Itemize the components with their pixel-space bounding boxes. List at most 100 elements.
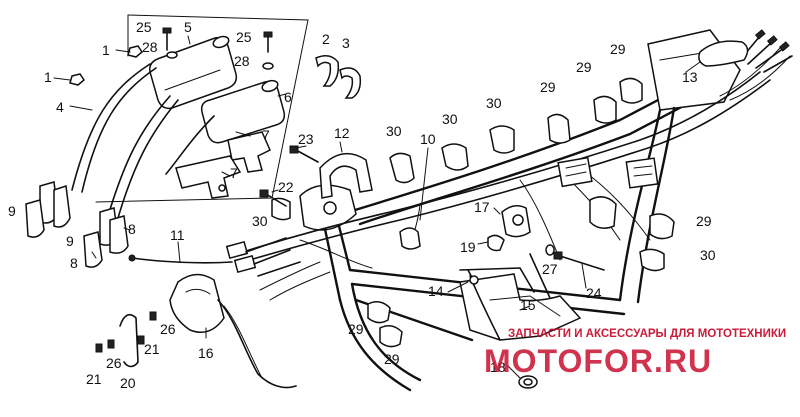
callout-28-rear: 28 xyxy=(234,53,250,69)
watermark: ЗАПЧАСТИ И АКСЕССУАРЫ ДЛЯ МОТОТЕХНИКИ MO… xyxy=(484,328,786,379)
callout-21-right: 21 xyxy=(144,341,160,357)
callout-29-upper-mid: 29 xyxy=(576,59,592,75)
screw-25-rear xyxy=(263,31,273,53)
ignition-coil-rear xyxy=(200,79,286,144)
spark-plug-cap-left-b xyxy=(25,199,45,238)
rear-connector-cluster xyxy=(225,237,331,301)
callout-7-lower: 7 xyxy=(230,165,238,181)
callout-5: 5 xyxy=(184,19,192,35)
cord-band-29-e xyxy=(367,301,391,324)
callout-13: 13 xyxy=(682,69,698,85)
nut-1-lower xyxy=(69,73,85,86)
cord-clamp-12 xyxy=(319,152,373,199)
bolt-22 xyxy=(259,189,287,207)
callout-28-front: 28 xyxy=(142,39,158,55)
callout-21-left: 21 xyxy=(86,371,102,387)
callout-8-upper: 8 xyxy=(128,221,136,237)
callout-1-upper: 1 xyxy=(102,42,110,58)
nut-1-upper xyxy=(127,45,143,58)
front-harness-connectors xyxy=(739,29,793,73)
callout-20: 20 xyxy=(120,375,136,391)
callout-9-left: 9 xyxy=(8,203,16,219)
coil-bracket-lower xyxy=(175,155,242,199)
callout-15: 15 xyxy=(520,297,536,313)
washer-28-front xyxy=(166,51,178,59)
grommet-18 xyxy=(518,375,538,389)
pulse-generator-16 xyxy=(169,273,297,389)
watermark-logo: MOTOFOR.RU xyxy=(484,343,712,379)
cord-clamp-30-middle xyxy=(441,143,469,171)
callout-2: 2 xyxy=(322,31,330,47)
cable-strap-20 xyxy=(119,313,139,368)
screw-21-left xyxy=(95,343,103,353)
bolt-23 xyxy=(289,145,319,163)
wire-band-2 xyxy=(315,55,340,87)
callout-14: 14 xyxy=(428,283,444,299)
callout-8-lower: 8 xyxy=(70,255,78,271)
callout-12: 12 xyxy=(334,125,350,141)
callout-29-bottom-upper: 29 xyxy=(348,321,364,337)
callout-19: 19 xyxy=(460,239,476,255)
cord-clamp-30-left xyxy=(389,152,415,184)
callout-4: 4 xyxy=(56,99,64,115)
cable-11 xyxy=(128,254,233,264)
callout-30-right: 30 xyxy=(700,247,716,263)
callout-24: 24 xyxy=(586,285,602,301)
wire-band-3 xyxy=(339,67,362,99)
spark-plug-cap-right-a xyxy=(99,207,129,254)
callout-18: 18 xyxy=(490,359,506,375)
connector-10 xyxy=(399,227,421,250)
ignition-coil-group-outline xyxy=(95,14,309,203)
bolt-24 xyxy=(553,251,605,271)
callout-17: 17 xyxy=(474,199,490,215)
cord-band-29-f xyxy=(379,325,403,348)
cord-clamp-30-right xyxy=(639,248,665,272)
callout-25-rear: 25 xyxy=(236,29,252,45)
callout-29-bottom-lower: 29 xyxy=(384,351,400,367)
callout-22: 22 xyxy=(278,179,294,195)
regulator-unit xyxy=(557,156,593,188)
high-tension-cords xyxy=(71,63,215,219)
callout-25-front: 25 xyxy=(136,19,152,35)
cord-band-29-b xyxy=(593,95,617,124)
turn-signal-relay xyxy=(501,205,531,238)
callout-26-left: 26 xyxy=(106,355,122,371)
callout-1-lower: 1 xyxy=(44,69,52,85)
sub-harness-sleeve xyxy=(698,40,749,67)
starter-relay xyxy=(589,196,617,229)
main-wire-harness xyxy=(229,47,791,269)
callout-6: 6 xyxy=(284,89,292,105)
spark-plug-cap-right-b xyxy=(83,231,103,268)
cord-band-29-a xyxy=(547,113,571,144)
washer-28-rear xyxy=(262,62,274,70)
cord-clamp-30-upper xyxy=(489,125,515,154)
callout-10: 10 xyxy=(420,131,436,147)
rubber-mount-19 xyxy=(487,234,505,252)
cord-clamp-30-bottom xyxy=(271,197,291,221)
callout-11: 11 xyxy=(170,227,185,243)
spark-plug-cap-left-a xyxy=(39,181,71,228)
screw-21-right xyxy=(137,335,145,345)
callout-3: 3 xyxy=(342,35,350,51)
cord-band-29-c xyxy=(619,77,643,104)
relay-unit xyxy=(625,157,659,189)
screw-27 xyxy=(545,244,555,256)
callout-26-right: 26 xyxy=(160,321,176,337)
screw-25-front xyxy=(162,27,172,51)
callout-27: 27 xyxy=(542,261,558,277)
screw-26-right xyxy=(149,311,157,321)
cord-band-29-d xyxy=(649,213,675,240)
callout-30-left: 30 xyxy=(386,123,402,139)
callout-29-mid: 29 xyxy=(540,79,556,95)
callout-16: 16 xyxy=(198,345,214,361)
callout-30-mid: 30 xyxy=(442,111,458,127)
screw-26-left xyxy=(107,339,115,349)
coil-bracket-upper xyxy=(227,131,271,173)
callout-9-right: 9 xyxy=(66,233,74,249)
callout-30-upper: 30 xyxy=(486,95,502,111)
bracket-14 xyxy=(469,275,501,341)
callout-leader-lines xyxy=(53,35,701,379)
callout-7-upper: 7 xyxy=(262,127,270,143)
watermark-caption: ЗАПЧАСТИ И АКСЕССУАРЫ ДЛЯ МОТОТЕХНИКИ xyxy=(508,328,786,340)
